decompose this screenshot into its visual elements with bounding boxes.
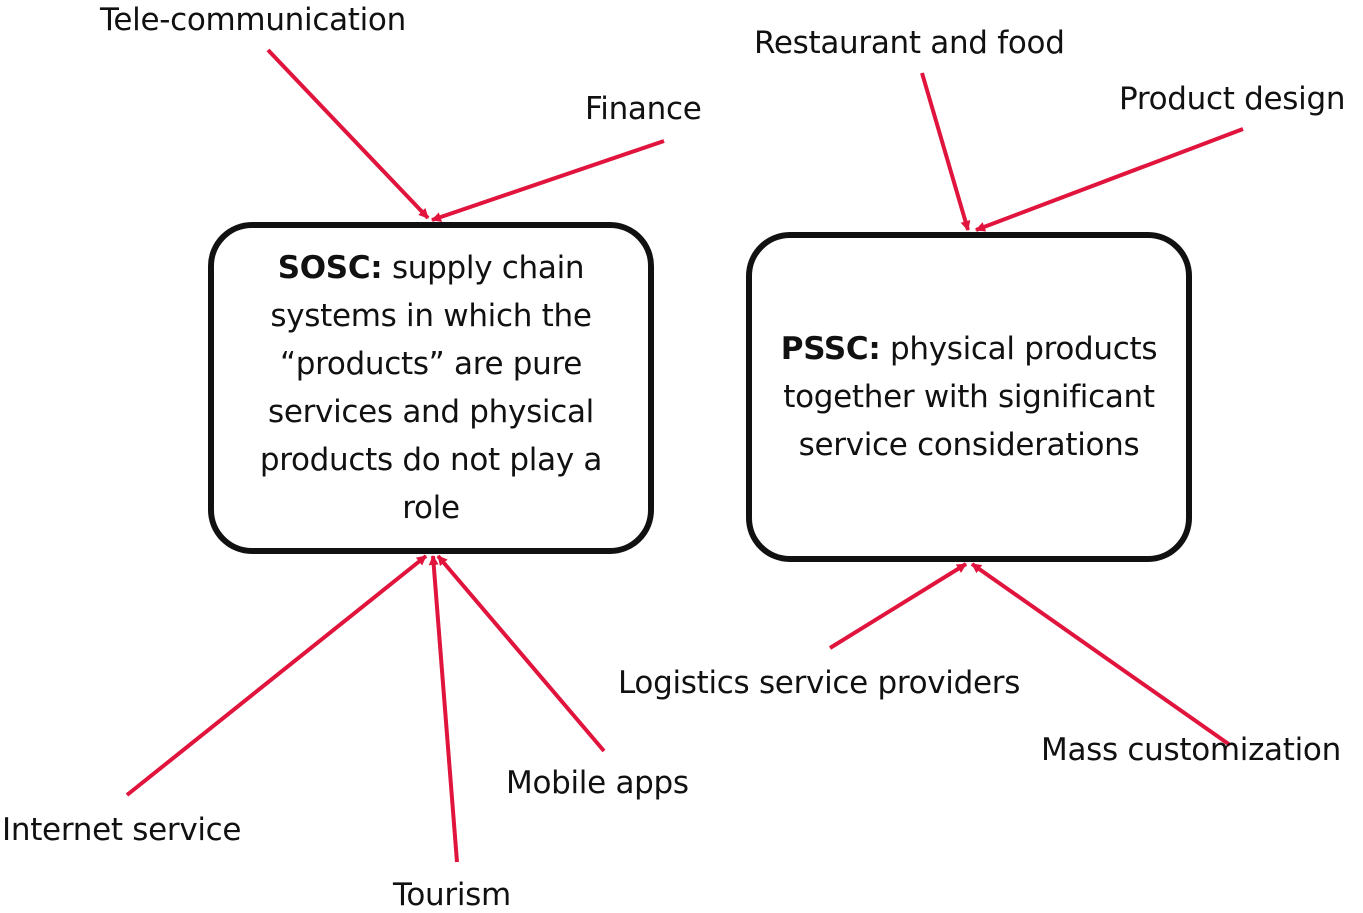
arrow-telecommunication-to-sosc [266, 48, 430, 220]
pssc-description: physical products together with signific… [783, 331, 1158, 463]
label-logistics-service-providers: Logistics service providers [618, 665, 1021, 701]
pssc-term: PSSC: [780, 331, 881, 367]
pssc-box: PSSC: physical products together with si… [746, 232, 1192, 562]
arrow-logistics-to-pssc [828, 562, 968, 650]
arrow-mobile-apps-to-sosc [436, 554, 606, 753]
pssc-box-text: PSSC: physical products together with si… [769, 325, 1169, 469]
label-restaurant-and-food: Restaurant and food [754, 25, 1065, 61]
label-tourism: Tourism [393, 877, 511, 913]
label-mass-customization: Mass customization [1041, 732, 1341, 768]
label-mobile-apps: Mobile apps [506, 765, 689, 801]
arrow-internet-service-to-sosc [125, 554, 428, 797]
label-telecommunication: Tele-communication [100, 2, 406, 38]
sosc-box-text: SOSC: supply chain systems in which the … [236, 244, 626, 532]
label-product-design: Product design [1119, 81, 1346, 117]
sosc-box: SOSC: supply chain systems in which the … [208, 222, 654, 554]
arrow-mass-customization-to-pssc [970, 562, 1232, 747]
arrow-tourism-to-sosc [428, 555, 459, 863]
sosc-description: supply chain systems in which the “produ… [259, 250, 603, 526]
arrow-finance-to-sosc [431, 139, 665, 222]
label-finance: Finance [585, 91, 702, 127]
arrow-restaurant-to-pssc [920, 72, 971, 231]
sosc-term: SOSC: [277, 250, 383, 286]
label-internet-service: Internet service [2, 812, 242, 848]
arrow-product-design-to-pssc [975, 127, 1244, 232]
